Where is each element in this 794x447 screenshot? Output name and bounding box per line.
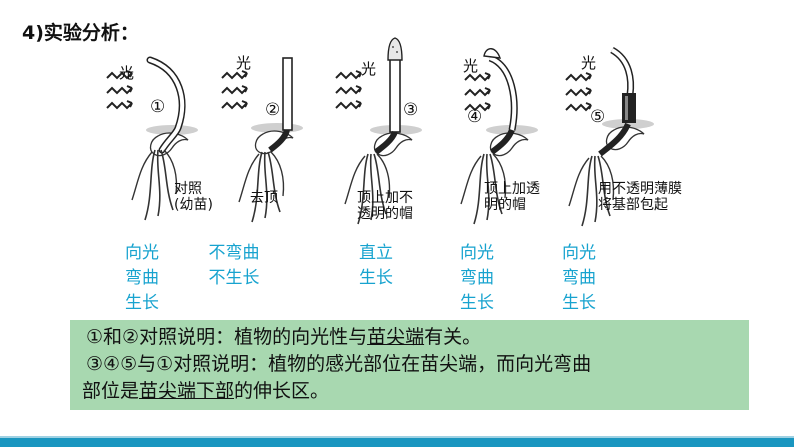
result-1: 向光 弯曲 生长: [112, 241, 172, 316]
seedling-3: [335, 37, 423, 225]
conclusion-line-3-pre: 部位是: [82, 380, 140, 402]
result-3-line-1: 直立: [359, 243, 393, 263]
result-1-line-2: 弯曲: [125, 268, 159, 288]
seedling-label-4-line-1: 顶上加透: [484, 181, 540, 197]
seedling-4: [460, 48, 539, 225]
result-4-line-2: 弯曲: [460, 268, 494, 288]
result-4-line-1: 向光: [460, 243, 494, 263]
result-4: 向光 弯曲 生长: [447, 241, 507, 316]
seedling-label-1: 对照 (幼苗): [174, 181, 213, 213]
conclusion-line-2: ③④⑤与①对照说明：植物的感光部位在苗尖端，而向光弯曲: [86, 353, 592, 375]
result-4-line-3: 生长: [460, 293, 494, 313]
sample-number-1: ①: [150, 97, 166, 117]
conclusion-line-1-post: 有关。: [424, 326, 482, 348]
seedling-label-5-line-2: 将基部包起: [598, 197, 668, 213]
result-5-line-3: 生长: [562, 293, 596, 313]
sample-number-5: ⑤: [590, 107, 606, 127]
conclusion-line-3-underlined: 苗尖端下部: [139, 380, 235, 402]
seedling-label-4-line-2: 明的帽: [484, 197, 526, 213]
result-3: 直立 生长: [346, 241, 406, 291]
conclusion-line-1: ①和②对照说明：植物的向光性与苗尖端有关。: [82, 324, 739, 351]
seedling-5: [565, 46, 655, 227]
light-label-1: 光: [119, 64, 135, 82]
result-3-line-2: 生长: [359, 268, 393, 288]
seedling-label-3: 顶上加不 透明的帽: [357, 190, 413, 222]
conclusion-line-1-underlined: 苗尖端: [367, 326, 425, 348]
seedling-label-4: 顶上加透 明的帽: [484, 181, 540, 213]
result-5-line-1: 向光: [562, 243, 596, 263]
result-2-line-2: 不生长: [208, 268, 260, 288]
light-label-2: 光: [236, 54, 252, 72]
result-2-line-1: 不弯曲: [208, 243, 260, 263]
seedling-label-5: 用不透明薄膜 将基部包起: [598, 181, 682, 213]
result-5: 向光 弯曲 生长: [549, 241, 609, 316]
light-label-4: 光: [463, 57, 479, 75]
conclusion-line-3-post: 的伸长区。: [234, 380, 330, 402]
light-label-5: 光: [581, 54, 597, 72]
seedling-2: [221, 57, 304, 223]
seedling-label-1-line-2: (幼苗): [174, 197, 213, 213]
sample-number-4: ④: [467, 107, 483, 127]
conclusion-line-3: 部位是苗尖端下部的伸长区。: [82, 378, 739, 405]
sample-number-3: ③: [403, 100, 419, 120]
light-label-3: 光: [361, 60, 377, 78]
result-5-line-2: 弯曲: [562, 268, 596, 288]
seedling-label-1-line-1: 对照: [174, 181, 202, 197]
section-title: 4)实验分析：: [22, 22, 139, 44]
result-2: 不弯曲 不生长: [204, 241, 264, 291]
seedling-label-2: 去顶: [250, 190, 278, 206]
result-1-line-3: 生长: [125, 293, 159, 313]
footer-bar: [0, 438, 794, 447]
sample-number-2: ②: [265, 100, 281, 120]
seedling-label-5-line-1: 用不透明薄膜: [598, 181, 682, 197]
conclusion-line-1-pre: ①和②对照说明：植物的向光性与: [86, 326, 368, 348]
seedling-label-3-line-1: 顶上加不: [357, 190, 413, 206]
conclusion-box: ①和②对照说明：植物的向光性与苗尖端有关。 ③④⑤与①对照说明：植物的感光部位在…: [70, 320, 749, 410]
result-1-line-1: 向光: [125, 243, 159, 263]
seedling-1: [106, 56, 199, 221]
seedling-label-2-line-1: 去顶: [250, 190, 278, 206]
footer-accent-line: [0, 436, 794, 438]
seedling-label-3-line-2: 透明的帽: [357, 206, 413, 222]
